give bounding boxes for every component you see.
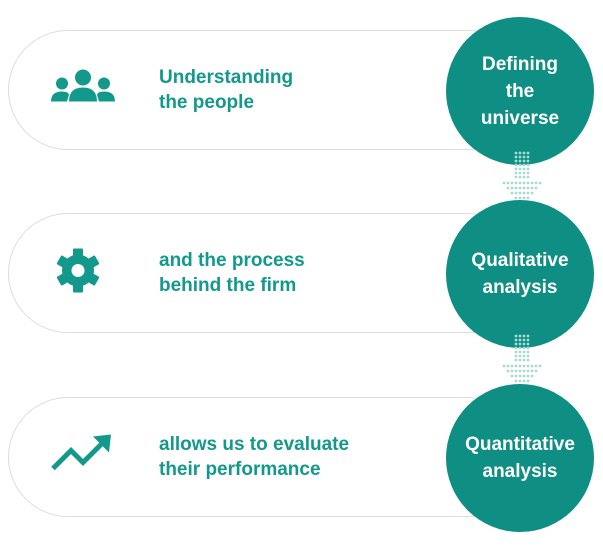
step-1-circle: Defining the universe: [446, 17, 594, 165]
step-1-text-line-1: Understanding: [159, 67, 294, 88]
step-3-text: allows us to evaluate their performance: [159, 432, 349, 482]
step-3-circle-line-1: Quantitative: [465, 434, 575, 455]
step-3-text-line-2: their performance: [159, 459, 321, 480]
step-1-circle-line-3: universe: [480, 107, 560, 129]
step-3-pill: allows us to evaluate their performance: [8, 397, 528, 517]
step-2-text: and the process behind the firm: [159, 248, 305, 298]
step-2-text-line-2: behind the firm: [159, 275, 297, 296]
step-1-circle-line-2: the: [505, 80, 535, 102]
dotted-arrow-1: [500, 150, 544, 221]
step-2-pill: and the process behind the firm: [8, 213, 528, 333]
step-3-text-line-1: allows us to evaluate: [159, 434, 350, 455]
trend-up-icon: [49, 434, 115, 480]
step-3-circle: Quantitative analysis: [446, 384, 594, 532]
step-2-circle-line-1: Qualitative: [471, 250, 569, 271]
step-1-text-line-2: the people: [159, 92, 255, 113]
step-2-circle-line-2: analysis: [482, 277, 558, 298]
dotted-arrow-2: [500, 333, 544, 404]
people-icon: [47, 68, 119, 113]
step-1-pill: Understanding the people: [8, 30, 528, 150]
step-1-circle-line-1: Defining: [482, 53, 558, 75]
step-3-circle-line-2: analysis: [482, 461, 558, 482]
step-2-circle: Qualitative analysis: [446, 200, 594, 348]
gear-icon: [54, 247, 102, 300]
step-2-text-line-1: and the process: [159, 250, 305, 271]
step-1-text: Understanding the people: [159, 65, 293, 115]
